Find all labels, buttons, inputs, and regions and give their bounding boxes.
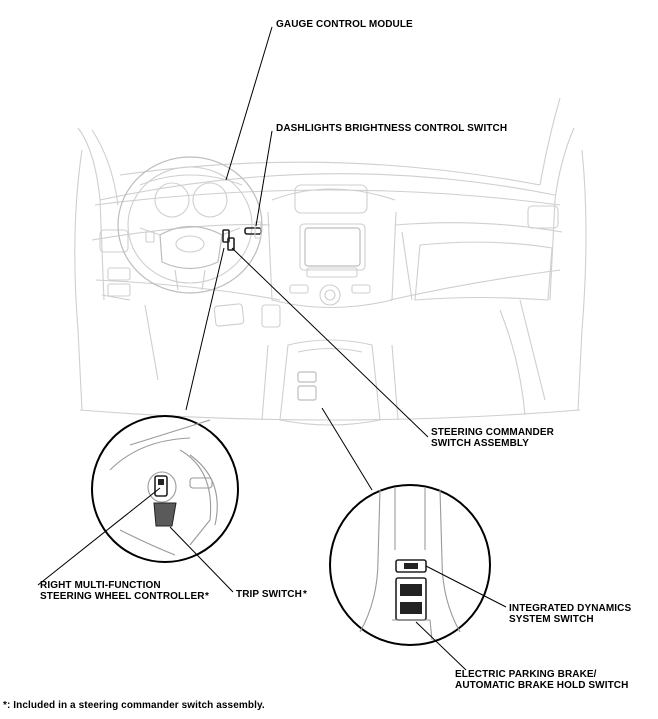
console-switch-detail-circle [329, 484, 491, 646]
label-epb-2: AUTOMATIC BRAKE HOLD SWITCH [455, 680, 628, 691]
label-ids-1: INTEGRATED DYNAMICS [509, 603, 632, 614]
label-gauge-control-module: GAUGE CONTROL MODULE [276, 19, 413, 30]
label-dashlights-switch: DASHLIGHTS BRIGHTNESS CONTROL SWITCH [276, 123, 507, 134]
dashboard-illustration [74, 97, 587, 426]
label-trip-switch: TRIP SWITCH [236, 589, 302, 600]
footnote-mark-1: * [205, 591, 209, 602]
label-steering-commander-2: SWITCH ASSEMBLY [431, 438, 529, 449]
footnote-mark-2: * [303, 589, 307, 600]
label-steering-commander-1: STEERING COMMANDER [431, 427, 555, 438]
leader-lines [37, 26, 507, 671]
label-right-mf-2: STEERING WHEEL CONTROLLER [40, 591, 205, 602]
label-epb-1: ELECTRIC PARKING BRAKE/ [455, 669, 597, 680]
callout-labels: GAUGE CONTROL MODULE DASHLIGHTS BRIGHTNE… [3, 19, 632, 711]
label-right-mf-1: RIGHT MULTI-FUNCTION [40, 580, 161, 591]
steering-controller-detail-circle [91, 415, 239, 563]
label-ids-2: SYSTEM SWITCH [509, 614, 594, 625]
footnote: *: Included in a steering commander swit… [3, 700, 265, 711]
